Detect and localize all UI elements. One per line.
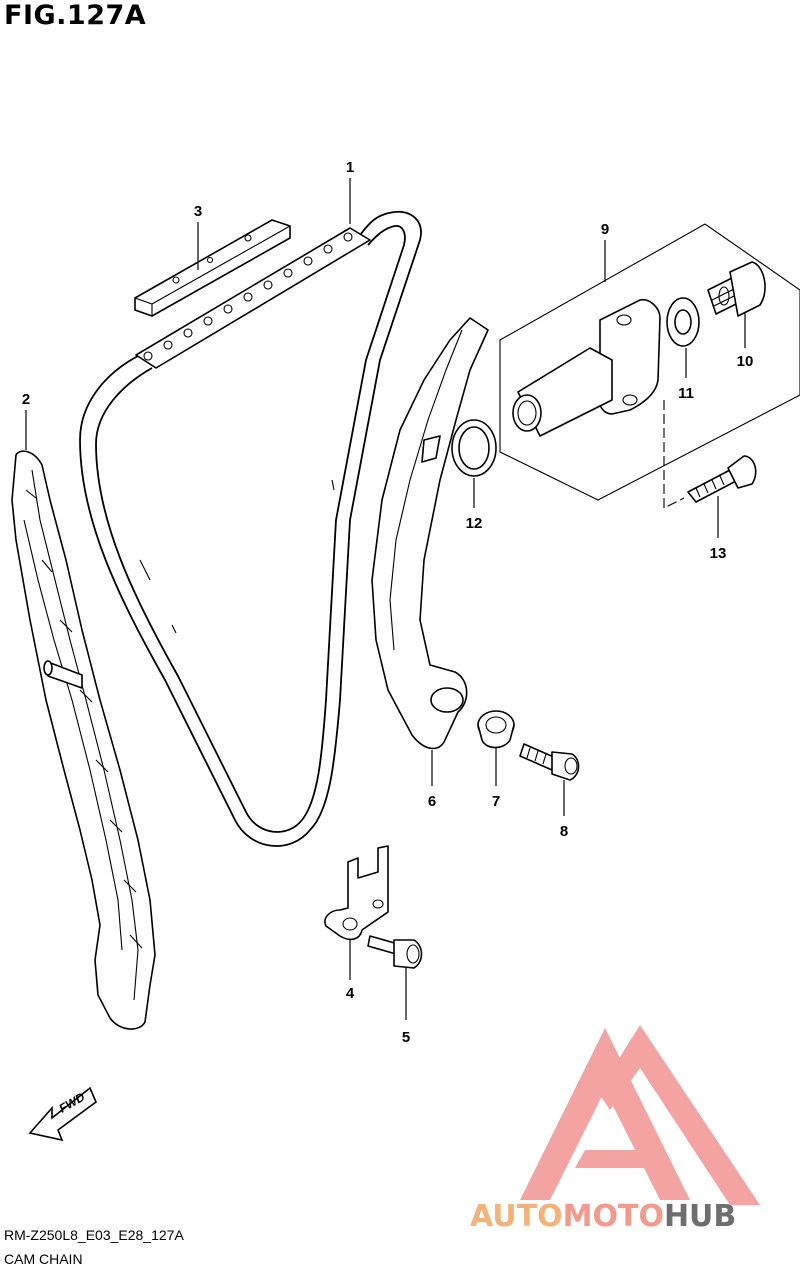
callout-labels: 1 2 3 4 5 6 7 8 9 10 11 12 13 bbox=[22, 159, 754, 1046]
callout-7: 7 bbox=[492, 793, 500, 810]
watermark-text: AUTOMOTOHUB bbox=[470, 1199, 736, 1234]
callout-13: 13 bbox=[710, 545, 727, 562]
svg-text:AUTOMOTOHUB: AUTOMOTOHUB bbox=[470, 1199, 736, 1234]
chain-guide-top bbox=[134, 219, 291, 317]
watermark-auto: AUTO bbox=[470, 1199, 563, 1234]
cap-bolt bbox=[707, 261, 766, 317]
bracket-bolt bbox=[367, 935, 423, 969]
tensioner-bolt bbox=[687, 455, 757, 503]
tensioner-assembly-box bbox=[499, 223, 800, 501]
callout-3: 3 bbox=[194, 203, 202, 220]
section-name: CAM CHAIN bbox=[4, 1251, 83, 1267]
watermark-moto: MOTO bbox=[563, 1199, 664, 1234]
watermark-hub: HUB bbox=[664, 1199, 736, 1234]
watermark-logo bbox=[520, 1025, 760, 1205]
leader-lines bbox=[25, 178, 746, 1020]
callout-5: 5 bbox=[402, 1029, 410, 1046]
callout-11: 11 bbox=[678, 385, 694, 402]
model-code: RM-Z250L8_E03_E28_127A bbox=[4, 1227, 184, 1243]
chain-links bbox=[135, 227, 371, 369]
callout-12: 12 bbox=[466, 515, 483, 532]
callout-8: 8 bbox=[560, 823, 568, 840]
callout-2: 2 bbox=[22, 391, 30, 408]
callout-4: 4 bbox=[346, 985, 355, 1002]
collar bbox=[477, 710, 515, 749]
tensioner-guide bbox=[371, 317, 489, 750]
fwd-arrow-icon: FWD bbox=[28, 1086, 97, 1142]
chain-guide-left bbox=[11, 450, 156, 1030]
callout-1: 1 bbox=[346, 159, 354, 176]
cam-chain-tensioner bbox=[512, 298, 661, 437]
gasket-washer bbox=[666, 297, 700, 347]
cam-chain bbox=[79, 210, 422, 847]
callout-9: 9 bbox=[601, 221, 609, 238]
pivot-bolt bbox=[519, 743, 580, 781]
o-ring bbox=[451, 419, 497, 477]
callout-10: 10 bbox=[737, 353, 754, 370]
bracket bbox=[324, 845, 389, 941]
figure-title: FIG.127A bbox=[4, 0, 147, 31]
callout-6: 6 bbox=[428, 793, 436, 810]
